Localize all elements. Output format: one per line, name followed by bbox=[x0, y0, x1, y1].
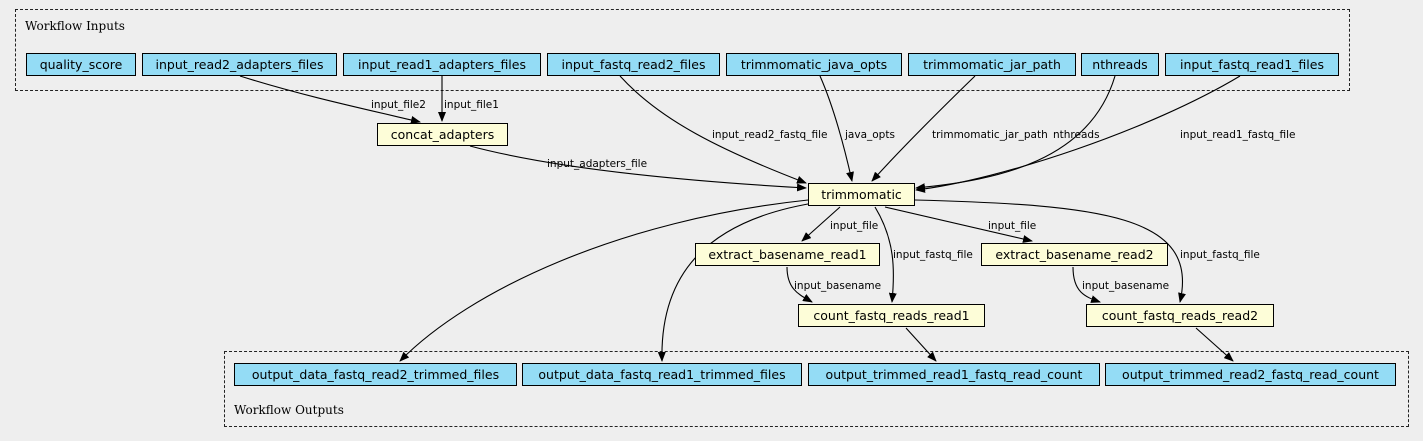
edge-label-input-fastq-file: input_fastq_file bbox=[1180, 249, 1260, 261]
edge-extract-basename-read1-to-count-fastq-reads-read1 bbox=[786, 266, 813, 303]
edge-label-input-read1-fastq-file: input_read1_fastq_file bbox=[1180, 129, 1295, 141]
edge-label-nthreads: nthreads bbox=[1053, 129, 1100, 141]
input-nthreads[interactable]: nthreads bbox=[1081, 53, 1159, 76]
edge-trimmomatic-java-opts-to-trimmomatic bbox=[819, 75, 854, 182]
edge-label-input-read2-fastq-file: input_read2_fastq_file bbox=[712, 129, 827, 141]
input-trimmomatic-jar-path[interactable]: trimmomatic_jar_path bbox=[908, 53, 1076, 76]
edge-label-input-file1: input_file1 bbox=[444, 99, 499, 111]
output-trimmed-read2-fastq-read-count[interactable]: output_trimmed_read2_fastq_read_count bbox=[1105, 363, 1396, 386]
workflow-inputs-cluster bbox=[15, 9, 1350, 91]
workflow-outputs-cluster bbox=[224, 351, 1409, 427]
task-concat-adapters[interactable]: concat_adapters bbox=[377, 123, 508, 146]
input-read2-adapters-files[interactable]: input_read2_adapters_files bbox=[142, 53, 337, 76]
edge-label-input-basename: input_basename bbox=[794, 280, 881, 292]
task-extract-basename-read1[interactable]: extract_basename_read1 bbox=[695, 243, 880, 266]
edge-input-fastq-read2-files-to-trimmomatic bbox=[619, 75, 807, 184]
input-trimmomatic-java-opts[interactable]: trimmomatic_java_opts bbox=[726, 53, 902, 76]
edge-trimmomatic-to-extract-basename-read2 bbox=[884, 206, 1033, 243]
edge-label-input-basename: input_basename bbox=[1082, 280, 1169, 292]
edge-count-fastq-reads-read2-to-output-trimmed-read2-fastq-read-count bbox=[1195, 327, 1234, 362]
workflow-inputs-label: Workflow Inputs bbox=[25, 19, 125, 33]
task-extract-basename-read2[interactable]: extract_basename_read2 bbox=[981, 243, 1168, 266]
task-trimmomatic[interactable]: trimmomatic bbox=[808, 183, 915, 206]
edge-count-fastq-reads-read1-to-output-trimmed-read1-fastq-read-count bbox=[905, 327, 937, 362]
edge-label-input-file: input_file bbox=[988, 220, 1036, 232]
edge-nthreads-to-trimmomatic bbox=[915, 75, 1116, 192]
output-data-fastq-read2-trimmed-files[interactable]: output_data_fastq_read2_trimmed_files bbox=[234, 363, 517, 386]
edge-label-input-adapters-file: input_adapters_file bbox=[547, 158, 647, 170]
input-fastq-read2-files[interactable]: input_fastq_read2_files bbox=[547, 53, 720, 76]
edge-label-input-file: input_file bbox=[830, 220, 878, 232]
output-data-fastq-read1-trimmed-files[interactable]: output_data_fastq_read1_trimmed_files bbox=[522, 363, 802, 386]
input-quality-score[interactable]: quality_score bbox=[26, 53, 136, 76]
edge-trimmomatic-to-count-fastq-reads-read1 bbox=[874, 206, 897, 303]
workflow-outputs-label: Workflow Outputs bbox=[234, 403, 344, 417]
edge-concat-adapters-to-trimmomatic bbox=[469, 145, 807, 192]
edge-trimmomatic-to-output-data-fastq-read2-trimmed-files bbox=[399, 199, 809, 362]
edge-label-input-file2: input_file2 bbox=[371, 99, 426, 111]
edge-label-trimmomatic-jar-path: trimmomatic_jar_path bbox=[932, 129, 1048, 141]
edge-extract-basename-read2-to-count-fastq-reads-read2 bbox=[1072, 266, 1101, 303]
edge-trimmomatic-to-extract-basename-read1 bbox=[801, 206, 841, 242]
edge-input-fastq-read1-files-to-trimmomatic bbox=[915, 75, 1241, 193]
input-read1-adapters-files[interactable]: input_read1_adapters_files bbox=[343, 53, 541, 76]
edge-input-read2-adapters-files-to-concat-adapters bbox=[239, 75, 421, 124]
edge-label-input-fastq-file: input_fastq_file bbox=[893, 249, 973, 261]
task-count-fastq-reads-read2[interactable]: count_fastq_reads_read2 bbox=[1086, 304, 1274, 327]
edge-trimmomatic-jar-path-to-trimmomatic bbox=[871, 75, 976, 182]
input-fastq-read1-files[interactable]: input_fastq_read1_files bbox=[1165, 53, 1339, 76]
task-count-fastq-reads-read1[interactable]: count_fastq_reads_read1 bbox=[798, 304, 985, 327]
edge-trimmomatic-to-count-fastq-reads-read2 bbox=[914, 199, 1186, 303]
output-trimmed-read1-fastq-read-count[interactable]: output_trimmed_read1_fastq_read_count bbox=[808, 363, 1100, 386]
edge-label-java-opts: java_opts bbox=[844, 129, 895, 141]
